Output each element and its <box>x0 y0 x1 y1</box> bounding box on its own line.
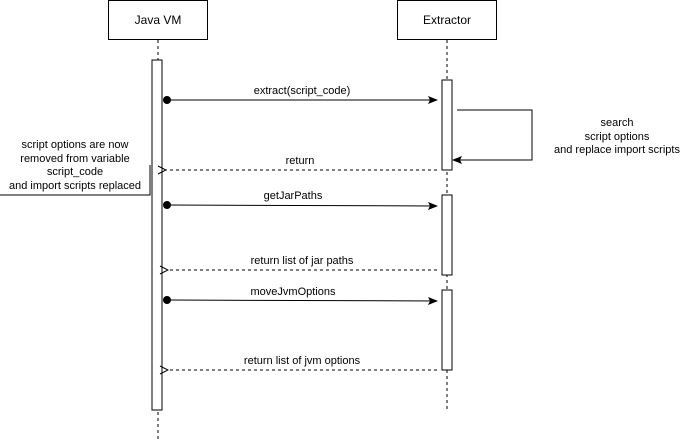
movejvmoptions-message-arrow <box>166 296 438 305</box>
self-message-note-line: and replace import scripts <box>554 144 680 156</box>
self-message-note-line: script options <box>584 130 650 143</box>
left-note-line: script options are now <box>21 139 129 151</box>
participant-extractor-label: Extractor <box>422 13 471 27</box>
extract-message-label: extract(script_code) <box>253 85 351 97</box>
getjarpaths-message-label: getJarPaths <box>263 190 323 202</box>
self-message-note: search script options and replace import… <box>552 117 680 158</box>
extractor-activation-bar-2 <box>441 194 453 276</box>
self-message-arrow <box>452 109 533 164</box>
extractor-activation-bar-3 <box>441 289 453 371</box>
extractor-activation-bar-1 <box>441 79 453 171</box>
left-note-line: removed from variable <box>20 152 130 165</box>
self-message-note-line: search <box>600 117 634 129</box>
return-message-label: return <box>285 155 315 167</box>
getjarpaths-message-arrow <box>166 201 438 210</box>
return-jvm-options-label: return list of jvm options <box>243 355 361 367</box>
left-note: script options are now removed from vari… <box>2 139 148 193</box>
participant-java-vm: Java VM <box>108 0 208 40</box>
left-note-bracket <box>0 165 151 196</box>
return-jar-paths-label: return list of jar paths <box>250 255 354 267</box>
left-note-line: script_code <box>46 166 104 178</box>
left-note-line: and import scripts replaced <box>8 179 142 192</box>
participant-java-vm-label: Java VM <box>134 13 182 27</box>
participant-extractor: Extractor <box>397 0 497 40</box>
javavm-activation-bar <box>151 59 163 411</box>
movejvmoptions-message-label: moveJvmOptions <box>250 286 336 298</box>
